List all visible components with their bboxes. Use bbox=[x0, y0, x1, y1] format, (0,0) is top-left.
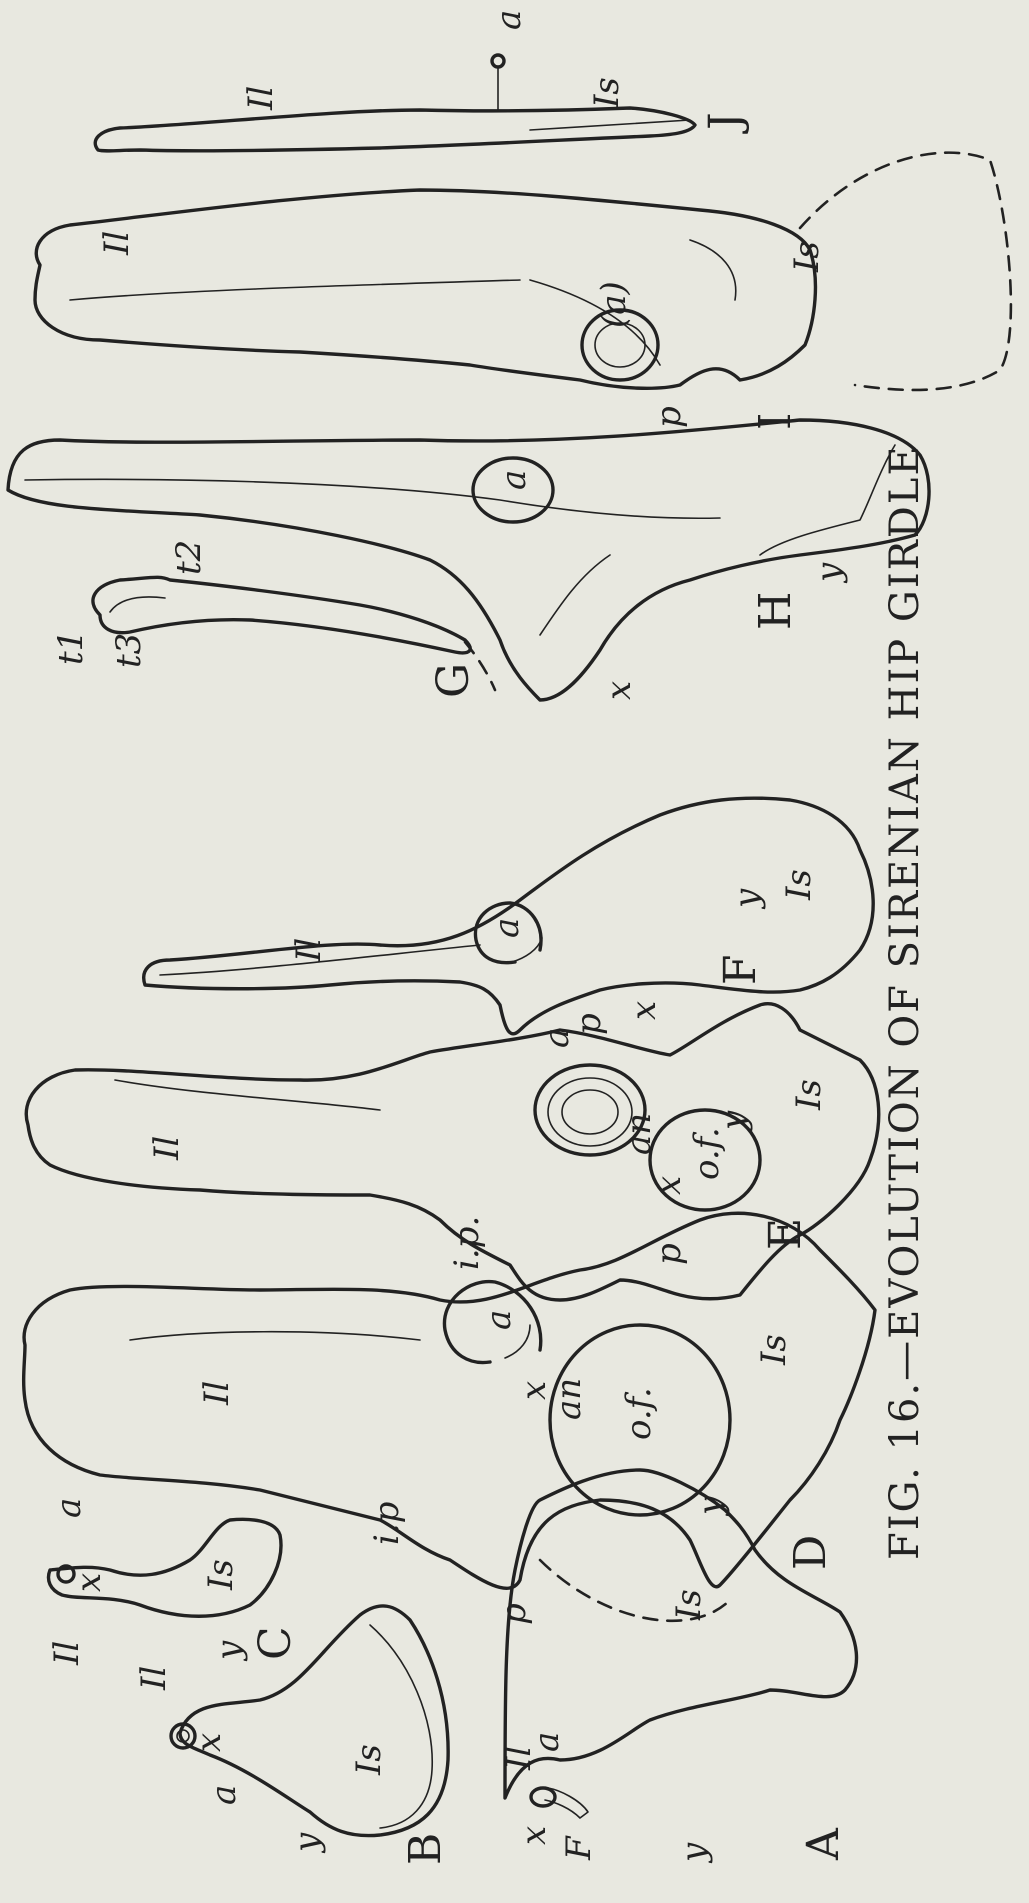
girdle-j-outline bbox=[95, 108, 695, 151]
label-a-y: y bbox=[674, 1842, 714, 1864]
label-b-il: Il bbox=[134, 1666, 174, 1691]
label-g-t3: t3 bbox=[109, 633, 149, 668]
label-f-p: p bbox=[569, 1013, 609, 1035]
figure-caption: FIG. 16.—EVOLUTION OF SIRENIAN HIP GIRDL… bbox=[882, 444, 928, 1560]
label-h-a: a bbox=[494, 470, 534, 490]
letter-c: C bbox=[250, 1626, 301, 1660]
girdle-i-dashed bbox=[800, 153, 1011, 390]
label-b-is: Is bbox=[349, 1744, 389, 1776]
girdle-b-inner bbox=[370, 1625, 432, 1828]
girdle-g-inner bbox=[110, 597, 165, 612]
acetabulum-j bbox=[492, 55, 504, 67]
letter-a: A bbox=[798, 1827, 849, 1861]
label-e-x: x bbox=[649, 1176, 689, 1195]
label-h-y: y bbox=[809, 562, 849, 584]
label-e-an: an bbox=[619, 1113, 659, 1155]
label-d-an: an bbox=[549, 1378, 589, 1420]
letter-f: F bbox=[715, 954, 766, 985]
letter-j: J bbox=[700, 112, 751, 134]
label-g-t1: t1 bbox=[51, 630, 91, 665]
figure-i: Il (a) p Is I bbox=[35, 153, 1011, 430]
label-c-is: Is bbox=[201, 1559, 241, 1591]
girdle-e-ilium-line bbox=[115, 1080, 380, 1110]
label-i-a: (a) bbox=[594, 281, 634, 328]
figure-j: Il a Is J bbox=[95, 10, 751, 151]
letter-i: I bbox=[750, 413, 801, 430]
label-f-is: Is bbox=[779, 869, 819, 901]
label-c-a: a bbox=[49, 1498, 89, 1518]
label-a-x: x bbox=[514, 1826, 554, 1845]
label-b-a: a bbox=[204, 1785, 244, 1805]
letter-h: H bbox=[750, 592, 801, 630]
label-d-is: Is bbox=[754, 1334, 794, 1366]
label-i-p: p bbox=[649, 406, 689, 428]
girdle-h-arc bbox=[540, 555, 610, 635]
label-f-y: y bbox=[727, 888, 767, 910]
figure-g: t1 t2 t3 G bbox=[51, 540, 495, 698]
label-h-x: x bbox=[599, 681, 639, 700]
girdle-i-line1 bbox=[70, 280, 520, 300]
label-e-ip: i.p. bbox=[447, 1216, 487, 1270]
label-j-il: Il bbox=[241, 86, 281, 111]
figure-e: Il a an x o.f. y i.p. p Is E bbox=[26, 1004, 878, 1300]
figure-f: Il a p x y Is F bbox=[144, 798, 873, 1035]
girdle-c-outline bbox=[49, 1519, 281, 1616]
label-i-is: Is bbox=[787, 241, 827, 273]
label-i-il: Il bbox=[97, 231, 137, 256]
label-j-a: a bbox=[489, 10, 529, 30]
label-b-x: x bbox=[189, 1733, 229, 1752]
letter-d: D bbox=[785, 1535, 836, 1570]
label-d-y: y bbox=[691, 1495, 731, 1517]
acetabulum-a bbox=[531, 1788, 555, 1806]
label-f-x: x bbox=[624, 1001, 664, 1020]
label-e-il: Il bbox=[147, 1136, 187, 1161]
girdle-g-outline bbox=[93, 577, 470, 653]
label-e-y: y bbox=[714, 1110, 754, 1132]
label-c-x: x bbox=[69, 1573, 109, 1592]
acetabulum-i-inner bbox=[595, 323, 645, 367]
label-b-y: y bbox=[287, 1832, 327, 1854]
label-c-il: Il bbox=[47, 1641, 87, 1666]
label-j-is: Is bbox=[587, 77, 627, 109]
label-e-of: o.f. bbox=[687, 1127, 727, 1180]
label-d-a: a bbox=[479, 1310, 519, 1330]
acetabulum-e-ring2 bbox=[562, 1090, 618, 1134]
girdle-i-line3 bbox=[690, 240, 736, 300]
girdle-f-outline bbox=[144, 798, 873, 1034]
label-a-f: F bbox=[559, 1835, 599, 1861]
girdle-d-ilium-line bbox=[130, 1332, 420, 1340]
label-a-a: a bbox=[527, 1732, 567, 1752]
label-e-p: p bbox=[649, 1243, 689, 1265]
label-d-ip: i.p bbox=[367, 1502, 407, 1545]
label-f-a: a bbox=[487, 918, 527, 938]
letter-b: B bbox=[400, 1833, 451, 1865]
girdle-i-outline bbox=[35, 190, 815, 388]
label-d-p: p bbox=[494, 1603, 534, 1625]
label-f-il: Il bbox=[289, 938, 329, 963]
girdle-h-ischium-line bbox=[760, 445, 895, 555]
figure-a: Il a Is x F y A bbox=[499, 1470, 856, 1864]
label-d-x: x bbox=[514, 1381, 554, 1400]
figure-d: Il a i.p an x o.f. y p Is D bbox=[24, 1213, 875, 1625]
label-g-t2: t2 bbox=[169, 540, 209, 575]
label-e-is: Is bbox=[789, 1079, 829, 1111]
girdle-j-line bbox=[530, 120, 690, 130]
label-d-of: o.f. bbox=[619, 1387, 659, 1440]
acetabulum-f-inner bbox=[512, 938, 542, 962]
label-c-y: y bbox=[209, 1640, 249, 1662]
letter-e: E bbox=[760, 1218, 811, 1250]
figure-c: Il a x Is y C bbox=[47, 1498, 301, 1666]
label-d-il: Il bbox=[197, 1381, 237, 1406]
letter-g: G bbox=[428, 663, 479, 698]
